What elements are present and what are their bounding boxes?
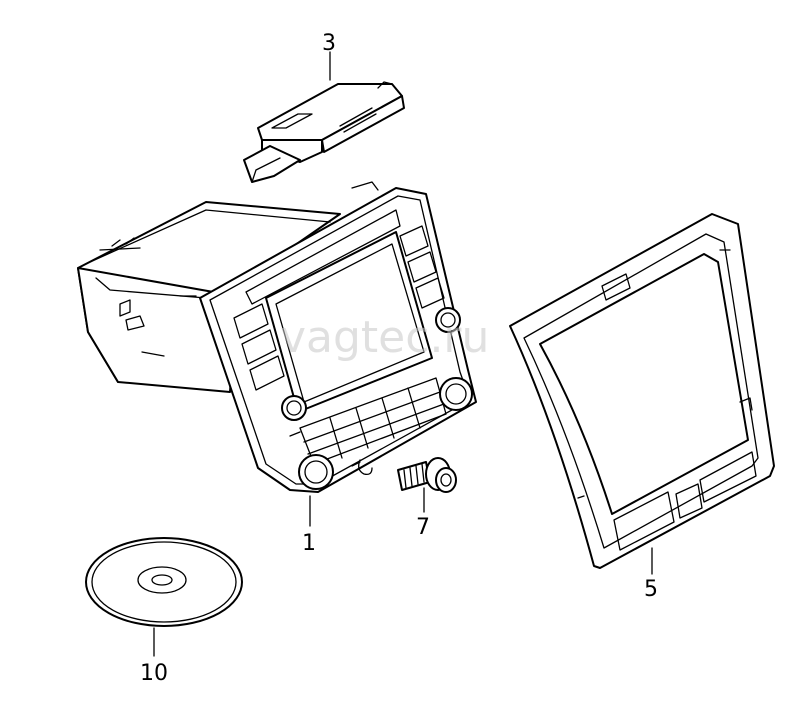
radio-unit-part-1 <box>77 181 477 493</box>
module-part-3 <box>243 81 405 183</box>
part-label-1: 1 <box>302 531 316 556</box>
watermark: vagtec.ru <box>280 312 489 363</box>
screw-part-7 <box>358 457 457 493</box>
part-label-5: 5 <box>644 577 658 602</box>
trim-frame-part-5 <box>509 213 775 569</box>
disc-part-10 <box>85 537 243 627</box>
part-label-10: 10 <box>140 661 168 686</box>
part-label-7: 7 <box>416 515 430 540</box>
part-label-3: 3 <box>322 31 336 56</box>
